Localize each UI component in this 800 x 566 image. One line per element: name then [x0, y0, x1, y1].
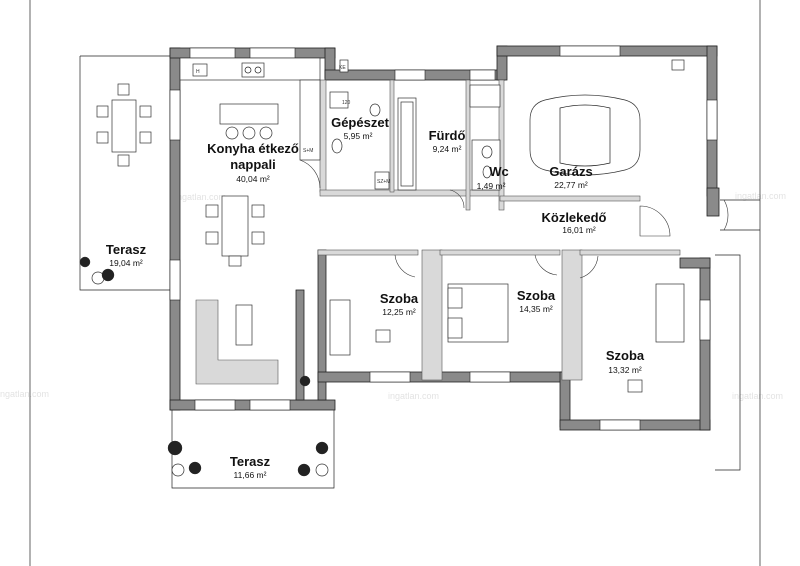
room-konyha-area: 40,04 m²	[236, 174, 270, 184]
terrace-dining	[96, 83, 152, 167]
room-terasz-left-name: Terasz	[106, 242, 147, 257]
bath-fixtures: 120 KE SZ+M	[329, 59, 501, 191]
doors	[299, 159, 729, 279]
site-lines	[29, 0, 761, 566]
room-terasz-bottom-area: 11,66 m²	[234, 470, 267, 480]
watermark-left: ingatlan.com	[0, 389, 49, 399]
sofa	[195, 299, 279, 385]
bedroom-furniture	[329, 283, 685, 393]
room-kozlekedo-area: 16,01 m²	[562, 225, 596, 235]
boiler-label: KE	[339, 65, 346, 71]
room-szoba2-area: 14,35 m²	[519, 304, 553, 314]
room-szoba3-name: Szoba	[606, 348, 645, 363]
laundry-label: SZ+M	[377, 179, 390, 185]
room-furdo-name: Fürdő	[429, 128, 466, 143]
room-terasz-bottom-name: Terasz	[230, 454, 271, 469]
kitchen-sm-label: S+M	[303, 148, 313, 154]
kitchen-furniture: H S+M	[179, 57, 321, 161]
hood-label: H	[196, 69, 200, 75]
tank-label: 120	[342, 100, 351, 106]
windows	[169, 45, 718, 431]
room-wc-area: 1,49 m²	[477, 181, 506, 191]
watermark-right-bottom: ingatlan.com	[732, 391, 783, 401]
dining-table-inner	[205, 195, 265, 267]
room-konyha-name-1: Konyha étkező	[207, 141, 299, 156]
room-gepeszet-name: Gépészet	[331, 115, 389, 130]
watermark-middle: ingatlan.com	[388, 391, 439, 401]
room-garazs-area: 22,77 m²	[554, 180, 588, 190]
watermark-center: ingatlan.com	[175, 192, 226, 202]
room-terasz-left-area: 19,04 m²	[109, 258, 143, 268]
room-konyha-name-2: nappali	[230, 157, 276, 172]
room-szoba3-area: 13,32 m²	[608, 365, 642, 375]
watermark-right: ingatlan.com	[735, 191, 786, 201]
room-szoba1-name: Szoba	[380, 291, 419, 306]
room-wc-name: Wc	[489, 164, 509, 179]
room-furdo-area: 9,24 m²	[433, 144, 462, 154]
room-labels: Konyha étkező nappali 40,04 m² Gépészet …	[106, 115, 645, 480]
room-kozlekedo-name: Közlekedő	[541, 210, 606, 225]
room-gepeszet-area: 5,95 m²	[344, 131, 373, 141]
plants	[79, 256, 329, 477]
car-icon	[529, 59, 685, 176]
room-szoba1-area: 12,25 m²	[382, 307, 416, 317]
room-szoba2-name: Szoba	[517, 288, 556, 303]
room-garazs-name: Garázs	[549, 164, 592, 179]
